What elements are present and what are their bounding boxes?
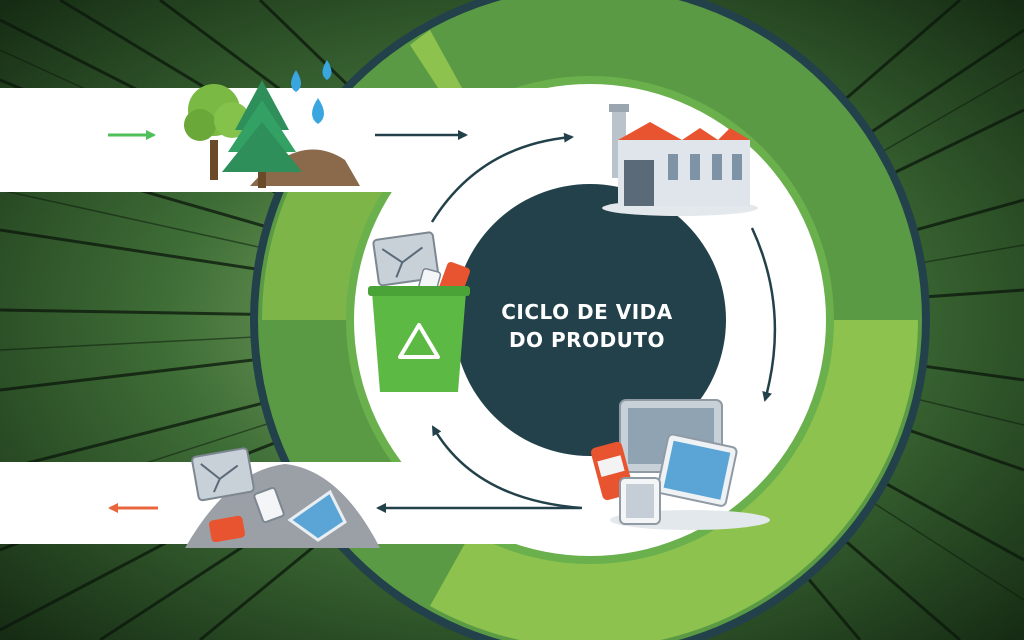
broken-phone-icon	[253, 486, 285, 524]
broken-monitor-icon	[191, 447, 255, 502]
factory-roof-icon	[618, 122, 750, 140]
recycle-symbol-icon	[398, 323, 440, 359]
stage-landfill-waste	[185, 447, 380, 548]
stage-factory	[602, 104, 758, 216]
water-drop-icon	[291, 60, 332, 124]
stage-recycling	[368, 231, 470, 392]
crushed-can-icon	[208, 515, 246, 543]
soil-mound-icon	[250, 149, 360, 186]
arrow-to-products-curve	[750, 227, 777, 402]
center-disc	[454, 184, 726, 456]
diagram-title: CICLO DE VIDA DO PRODUTO	[472, 298, 702, 354]
recycle-bin-icon	[372, 292, 466, 392]
crumpled-paper-icon	[287, 489, 347, 542]
arrow-to-factory-curve	[430, 132, 574, 223]
tablet-icon	[656, 433, 738, 507]
flow-arrows	[375, 130, 777, 513]
stage-raw-materials	[184, 60, 360, 188]
arrow-to-recycling-curve	[431, 425, 583, 510]
pine-tree-icon	[222, 80, 302, 188]
title-line-2: DO PRODUTO	[508, 328, 666, 352]
title-line-1: CICLO DE VIDA	[501, 300, 673, 324]
stage-products	[590, 399, 770, 530]
